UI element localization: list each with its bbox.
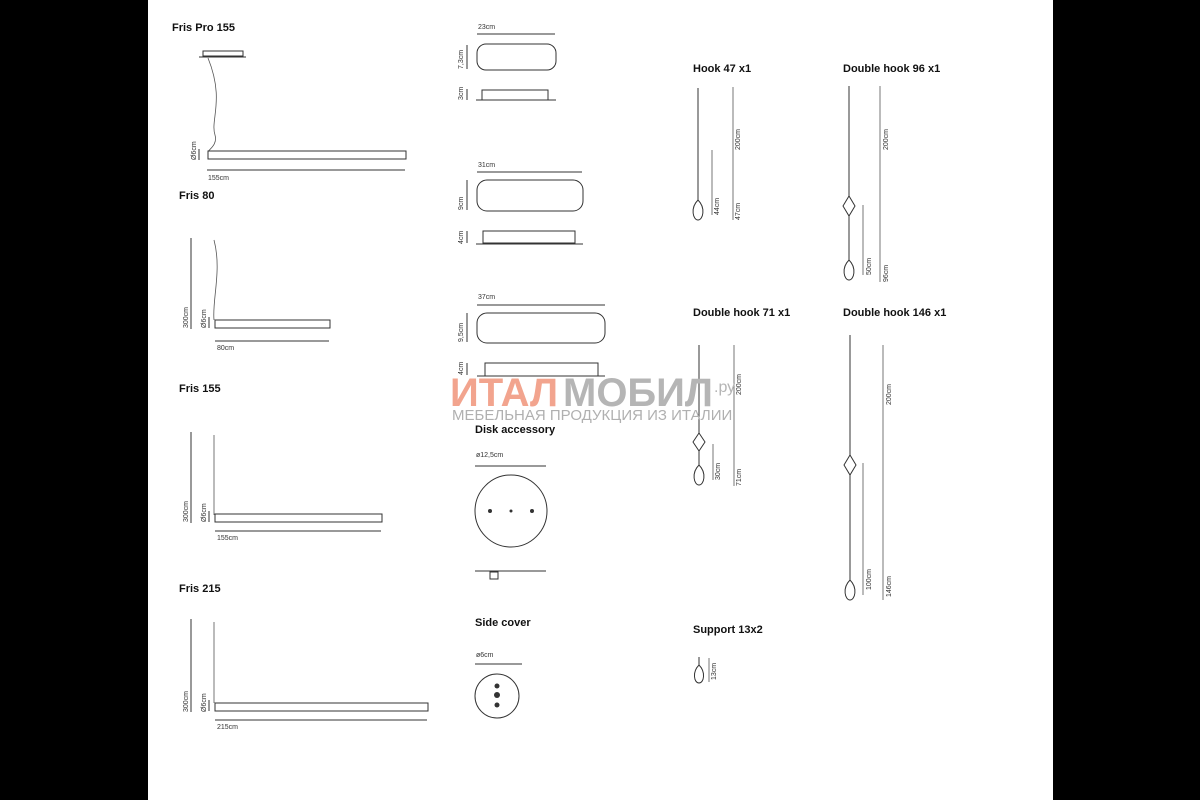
technical-drawing: Fris Pro 155 Fris 80 Fris 155 Fris 215 D… (172, 22, 946, 731)
dim-f155-h: 300cm (183, 501, 190, 522)
title-fris-pro-155: Fris Pro 155 (172, 22, 235, 34)
canopy-23cm-drawing: 23cm 7,3cm 3cm (458, 24, 557, 101)
dim-pro-dia: Ø6cm (191, 141, 198, 160)
double-hook-146-drawing: 200cm 100cm 146cm (843, 335, 893, 601)
title-side-cover: Side cover (475, 617, 531, 629)
title-disk-accessory: Disk accessory (475, 424, 556, 436)
title-double-hook-146: Double hook 146 x1 (843, 307, 946, 319)
double-hook-96-drawing: 200cm 50cm 96cm (842, 86, 890, 282)
double-hook-71-drawing: 200cm 30cm 71cm (692, 345, 743, 486)
fris-215-drawing: 300cm Ø6cm 215cm (183, 619, 429, 731)
dim-f80-h: 300cm (183, 307, 190, 328)
fris-80-drawing: 300cm Ø6cm 80cm (183, 238, 331, 352)
disk-accessory-drawing: ø12,5cm (474, 452, 548, 580)
fris-pro-155-drawing: Ø6cm 155cm (191, 50, 407, 182)
dim-dh146-total: 200cm (886, 384, 893, 405)
title-support: Support 13x2 (693, 624, 763, 636)
dim-h47-b: 47cm (735, 203, 742, 220)
dim-pro-len: 155cm (208, 175, 229, 182)
dim-c2-h: 9cm (458, 197, 465, 210)
watermark-logo: ИТАЛ МОБИЛ .ру МЕБЕЛЬНАЯ ПРОДУКЦИЯ ИЗ ИТ… (450, 371, 735, 424)
title-double-hook-71: Double hook 71 x1 (693, 307, 790, 319)
dim-dh71-a: 30cm (715, 463, 722, 480)
dim-c3-d: 4cm (458, 362, 465, 375)
dim-f215-len: 215cm (217, 724, 238, 731)
dim-dh146-b: 146cm (886, 576, 893, 597)
dim-dh96-b: 96cm (883, 265, 890, 282)
dim-f80-dia: Ø6cm (201, 309, 208, 328)
dim-c1-h: 7,3cm (458, 50, 465, 69)
title-fris-80: Fris 80 (179, 190, 214, 202)
dim-c1-w: 23cm (478, 24, 495, 31)
canopy-31cm-drawing: 31cm 9cm 4cm (458, 162, 584, 245)
dim-f155-dia: Ø6cm (201, 503, 208, 522)
dim-disk-dia: ø12,5cm (476, 452, 503, 459)
dim-c3-h: 9,5cm (458, 323, 465, 342)
dim-dh71-total: 200cm (736, 374, 743, 395)
dim-c2-d: 4cm (458, 231, 465, 244)
dim-f155-len: 155cm (217, 535, 238, 542)
dim-c3-w: 37cm (478, 294, 495, 301)
title-fris-155: Fris 155 (179, 383, 221, 395)
watermark-part2: МОБИЛ (563, 371, 713, 415)
hook-47-drawing: 200cm 44cm 47cm (692, 87, 742, 221)
dim-cover-dia: ø6cm (476, 652, 494, 659)
spec-sheet: Fris Pro 155 Fris 80 Fris 155 Fris 215 D… (148, 0, 1053, 800)
dim-f215-dia: Ø6cm (201, 693, 208, 712)
dim-dh96-total: 200cm (883, 129, 890, 150)
dim-h47-a: 44cm (714, 198, 721, 215)
dim-c2-w: 31cm (478, 162, 495, 169)
support-drawing: 13cm (694, 657, 718, 684)
title-fris-215: Fris 215 (179, 583, 221, 595)
dim-dh96-a: 50cm (866, 258, 873, 275)
dim-support-h: 13cm (711, 663, 718, 680)
title-double-hook-96: Double hook 96 x1 (843, 63, 940, 75)
fris-155-drawing: 300cm Ø6cm 155cm (183, 432, 383, 542)
watermark-tagline: МЕБЕЛЬНАЯ ПРОДУКЦИЯ ИЗ ИТАЛИИ (452, 407, 732, 424)
watermark-suffix: .ру (714, 379, 735, 396)
dim-dh146-a: 100cm (866, 569, 873, 590)
side-cover-drawing: ø6cm (474, 652, 522, 719)
dim-c1-d: 3cm (458, 87, 465, 100)
canopy-37cm-drawing: 37cm 9,5cm 4cm (458, 294, 606, 377)
title-hook-47: Hook 47 x1 (693, 63, 751, 75)
dim-f215-h: 300cm (183, 691, 190, 712)
dim-h47-total: 200cm (735, 129, 742, 150)
dim-f80-len: 80cm (217, 345, 234, 352)
dim-dh71-b: 71cm (736, 469, 743, 486)
watermark-part1: ИТАЛ (450, 371, 558, 415)
